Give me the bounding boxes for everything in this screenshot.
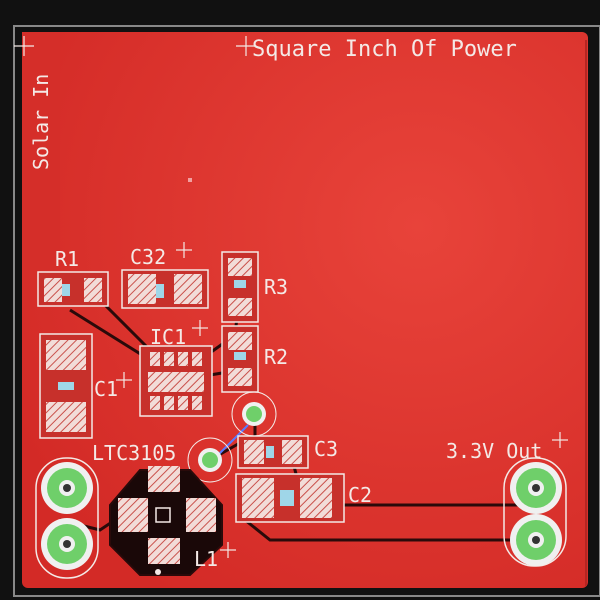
pcb-board [22, 32, 588, 588]
out-label: 3.3V Out [446, 439, 542, 463]
inductor-l1[interactable] [109, 466, 223, 576]
resistor-r1[interactable] [37, 271, 109, 307]
r1-label: R1 [55, 247, 79, 271]
solar-in-connector[interactable] [35, 457, 99, 579]
solar-in-label: Solar In [29, 74, 53, 170]
capacitor-c3[interactable] [237, 435, 309, 469]
c3-label: C3 [314, 437, 338, 461]
ic-part-label: LTC3105 [92, 441, 176, 465]
resistor-r3[interactable] [221, 251, 259, 323]
out-connector[interactable] [503, 457, 567, 567]
via [231, 391, 277, 437]
resistor-r2[interactable] [221, 325, 259, 393]
origin-marker [14, 36, 34, 56]
c1-label: C1 [94, 377, 118, 401]
l1-label: L1 [194, 547, 218, 571]
ic1-chip[interactable] [139, 345, 213, 417]
board-outline [13, 25, 600, 597]
board-title: Square Inch Of Power [252, 37, 517, 62]
capacitor-c32[interactable] [121, 269, 209, 309]
capacitor-c1[interactable] [39, 333, 93, 439]
via [187, 437, 233, 483]
c2-label: C2 [348, 483, 372, 507]
r3-label: R3 [264, 275, 288, 299]
r2-label: R2 [264, 345, 288, 369]
c32-label: C32 [130, 245, 166, 269]
board-cutout [22, 32, 60, 270]
capacitor-c2[interactable] [235, 473, 345, 523]
ic1-label: IC1 [150, 325, 186, 349]
